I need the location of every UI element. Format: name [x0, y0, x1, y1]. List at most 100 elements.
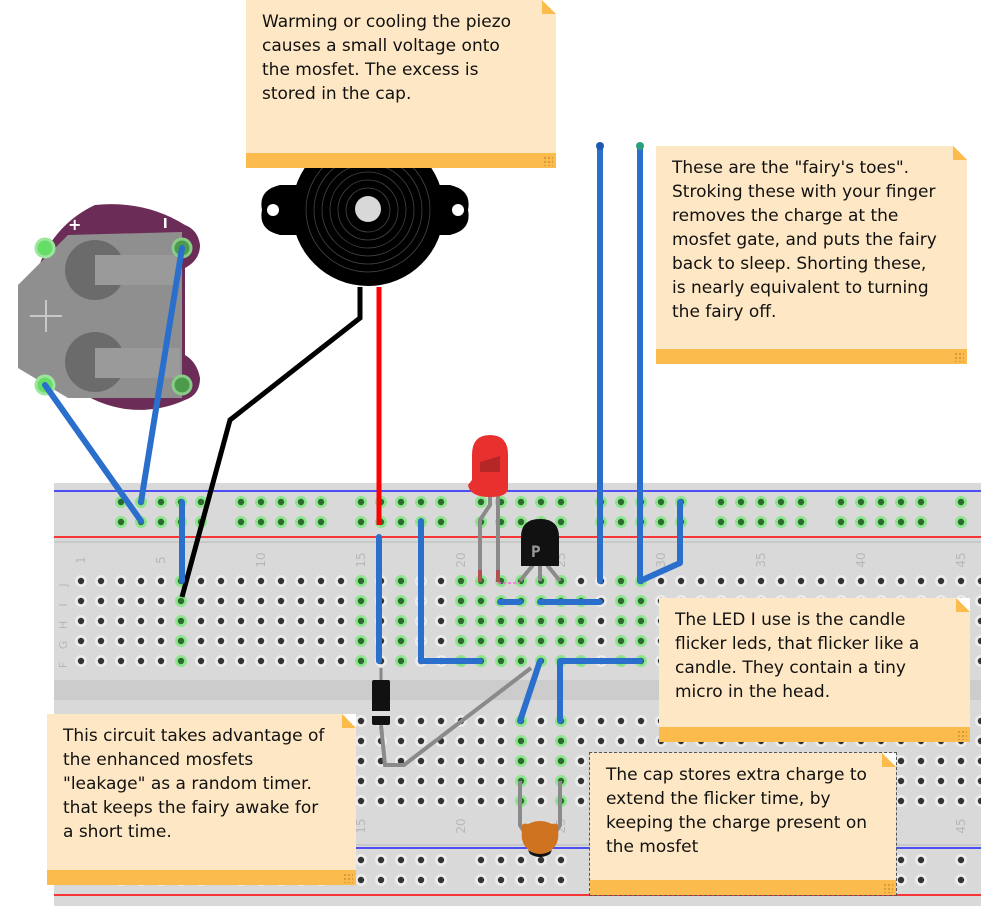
hole-center	[97, 657, 105, 665]
hole-center	[577, 617, 585, 625]
hole-center	[517, 657, 525, 665]
resize-grip-icon[interactable]	[343, 873, 353, 883]
hole-center	[237, 577, 245, 585]
led[interactable]	[468, 435, 508, 582]
diode-band	[372, 711, 390, 716]
resize-grip-icon[interactable]	[957, 730, 967, 740]
hole-center	[457, 757, 465, 765]
hole-center	[497, 717, 505, 725]
row-label: I	[57, 603, 70, 606]
hole-center	[297, 657, 305, 665]
hole-center	[697, 577, 705, 585]
hole-center	[277, 597, 285, 605]
wire-battery-plus[interactable]	[42, 382, 144, 524]
hole-center	[317, 518, 325, 526]
hole-center	[537, 797, 545, 805]
ceramic-capacitor[interactable]	[518, 781, 562, 857]
wire-source-jumper[interactable]	[557, 658, 643, 724]
hole-center	[457, 737, 465, 745]
column-label: 5	[154, 556, 168, 564]
hole-center	[397, 597, 405, 605]
hole-center	[957, 797, 965, 805]
hole-center	[337, 637, 345, 645]
hole-center	[637, 737, 645, 745]
hole-center	[357, 637, 365, 645]
wires[interactable]	[42, 142, 683, 724]
hole-center	[357, 876, 365, 884]
hole-center	[957, 757, 965, 765]
note-footer-bar	[47, 870, 356, 885]
hole-center	[357, 597, 365, 605]
hole-center	[557, 737, 565, 745]
hole-center	[137, 657, 145, 665]
hole-center	[397, 757, 405, 765]
hole-center	[577, 757, 585, 765]
wire-col17-jumper[interactable]	[418, 518, 483, 664]
hole-center	[117, 577, 125, 585]
hole-center	[617, 617, 625, 625]
mosfet-transistor[interactable]: P	[498, 519, 562, 584]
hole-center	[317, 577, 325, 585]
hole-center	[317, 657, 325, 665]
hole-center	[237, 518, 245, 526]
wire-toe-rail[interactable]	[637, 499, 683, 584]
hole-center	[257, 617, 265, 625]
note-leakage[interactable]: This circuit takes advantage of the enha…	[47, 714, 356, 885]
hole-center	[437, 876, 445, 884]
hole-center	[277, 657, 285, 665]
hole-center	[477, 717, 485, 725]
wire-battery-minus[interactable]	[138, 245, 185, 505]
hole-center	[957, 856, 965, 864]
resize-grip-icon[interactable]	[543, 156, 553, 166]
hole-center	[137, 617, 145, 625]
hole-center	[297, 518, 305, 526]
diode[interactable]	[372, 666, 533, 767]
battery-pin-minus-bottom[interactable]	[171, 374, 193, 396]
hole-center	[497, 657, 505, 665]
coin-cell-battery-holder[interactable]: +	[18, 204, 200, 410]
note-led[interactable]: The LED I use is the candle flicker leds…	[659, 598, 970, 742]
hole-center	[397, 737, 405, 745]
column-label: 20	[454, 818, 468, 833]
hole-center	[537, 737, 545, 745]
hole-center	[537, 717, 545, 725]
note-fairy-toes[interactable]: These are the "fairy's toes". Stroking t…	[656, 146, 967, 364]
hole-center	[577, 717, 585, 725]
hole-center	[117, 637, 125, 645]
hole-center	[457, 797, 465, 805]
hole-center	[917, 518, 925, 526]
note-piezo[interactable]: Warming or cooling the piezo causes a sm…	[246, 0, 556, 168]
hole-center	[277, 577, 285, 585]
hole-center	[497, 876, 505, 884]
note-capacitor[interactable]: The cap stores extra charge to extend th…	[589, 752, 897, 896]
hole-center	[417, 498, 425, 506]
battery-plus-label: +	[68, 215, 81, 234]
note-fold-corner	[542, 0, 556, 14]
hole-center	[517, 876, 525, 884]
hole-center	[837, 498, 845, 506]
resize-grip-icon[interactable]	[883, 883, 893, 893]
hole-center	[977, 757, 981, 765]
hole-center	[577, 577, 585, 585]
hole-center	[597, 737, 605, 745]
battery-pin-plus-top[interactable]	[34, 237, 56, 259]
hole-center	[517, 757, 525, 765]
hole-center	[137, 637, 145, 645]
wire-black-piezo[interactable]	[179, 287, 363, 598]
hole-center	[317, 617, 325, 625]
hole-center	[297, 617, 305, 625]
resize-grip-icon[interactable]	[954, 352, 964, 362]
column-label: 40	[854, 552, 868, 567]
hole-center	[957, 777, 965, 785]
wire-drain-jumper[interactable]	[517, 658, 543, 724]
piezo-buzzer[interactable]	[261, 134, 469, 286]
hole-center	[197, 637, 205, 645]
hole-center	[97, 577, 105, 585]
note-footer-bar	[246, 153, 556, 168]
hole-center	[657, 577, 665, 585]
note-fold-corner	[956, 598, 970, 612]
hole-center	[957, 876, 965, 884]
battery-tab-top	[95, 255, 180, 285]
hole-center	[117, 518, 125, 526]
hole-center	[437, 518, 445, 526]
